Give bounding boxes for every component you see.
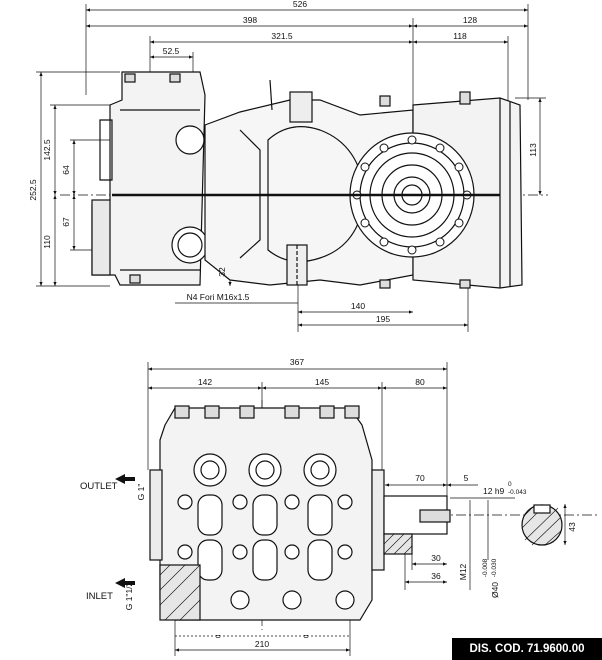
dim-113: 113	[528, 143, 538, 157]
dim-64: 64	[61, 165, 71, 175]
dim-128: 128	[463, 15, 477, 25]
dim-5: 5	[464, 473, 469, 483]
dim-36: 36	[431, 571, 441, 581]
dim-252: 252.5	[28, 179, 38, 201]
key-dim-43: 43	[567, 522, 577, 532]
drawing-code-box: DIS. COD. 71.9600.00	[452, 638, 602, 660]
holes-annotation: N4 Fori M16x1.5	[187, 292, 250, 302]
dim-67: 67	[61, 217, 71, 227]
shaft-fit: 12 h9	[483, 486, 505, 496]
shaft-dia-lower: -0.030	[491, 558, 498, 577]
equal-mark-left: =	[216, 631, 221, 641]
shaft-key-section	[521, 504, 563, 546]
inlet-thread: G 1"1/2	[124, 581, 134, 610]
dim-118: 118	[453, 31, 467, 41]
dim-195: 195	[376, 314, 390, 324]
dim-145: 145	[315, 377, 329, 387]
dim-142: 142.5	[42, 139, 52, 161]
dim-398: 398	[243, 15, 257, 25]
port-arrows	[115, 474, 135, 588]
outlet-thread: G 1"	[136, 484, 146, 501]
dim-80: 80	[415, 377, 425, 387]
dim-142b: 142	[198, 377, 212, 387]
dim-30: 30	[431, 553, 441, 563]
bottom-view-pump-head	[149, 405, 451, 621]
shaft-fit-upper: 0	[508, 481, 512, 488]
equal-mark-right: =	[304, 631, 309, 641]
dim-367: 367	[290, 357, 304, 367]
dim-110: 110	[42, 235, 52, 249]
dim-32: 32	[217, 267, 227, 277]
dim-210: 210	[255, 639, 269, 649]
outlet-label: OUTLET	[80, 481, 118, 492]
top-view-pump-body	[91, 71, 523, 289]
dim-526: 526	[293, 0, 307, 9]
dim-140: 140	[351, 301, 365, 311]
shaft-dia-upper: -0.008	[482, 558, 489, 577]
dim-52: 52.5	[163, 46, 180, 56]
dim-70: 70	[415, 473, 425, 483]
inlet-label: INLET	[86, 591, 113, 602]
shaft-fit-lower: -0.043	[508, 489, 527, 496]
shaft-diameter: Ø40	[490, 582, 500, 598]
dimension-labels: 526 398 128 321.5 118 52.5 142.5 64 252.…	[28, 0, 577, 649]
m12-label: M12	[458, 563, 468, 580]
dim-321: 321.5	[271, 31, 293, 41]
drawing-code: DIS. COD. 71.9600.00	[469, 643, 585, 655]
